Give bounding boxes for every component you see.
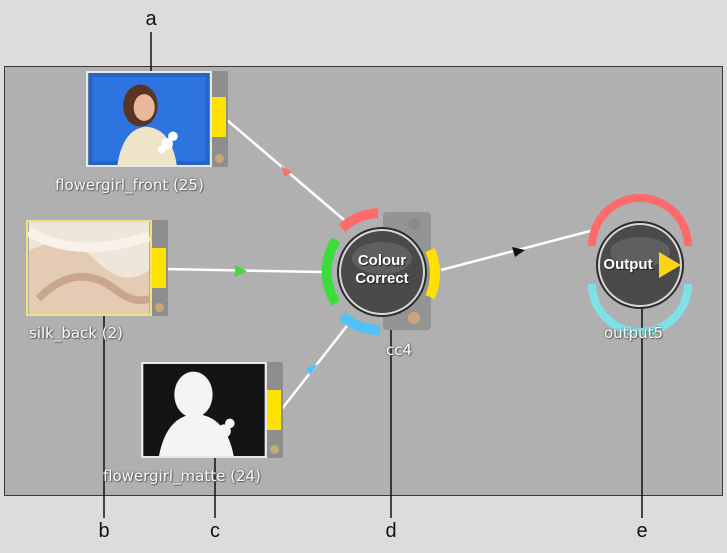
output-title: Output bbox=[603, 256, 653, 273]
silk-back-label: silk_back (2) bbox=[29, 324, 123, 342]
callout-a: a bbox=[145, 8, 157, 30]
status-dot bbox=[270, 445, 279, 454]
flowergirl-front-label: flowergirl_front (25) bbox=[55, 176, 204, 194]
node-flowergirl-front[interactable] bbox=[86, 71, 229, 169]
output-label: output5 bbox=[604, 324, 664, 342]
callout-e: e bbox=[636, 520, 648, 542]
colour-correct-title-line1: Colour bbox=[357, 252, 407, 269]
colour-correct-label: cc4 bbox=[386, 341, 413, 359]
colour-correct-title: Colour Correct bbox=[342, 252, 422, 288]
callout-c: c bbox=[210, 520, 220, 542]
flowergirl-matte-thumbnail bbox=[141, 362, 267, 458]
callout-d: d bbox=[385, 520, 397, 542]
silk-back-thumbnail bbox=[26, 220, 152, 316]
flowergirl-front-thumbnail bbox=[86, 71, 212, 167]
colour-correct-title-line2: Correct bbox=[355, 270, 409, 287]
status-dot bbox=[215, 154, 224, 163]
output-plug[interactable] bbox=[267, 390, 281, 430]
output-plug[interactable] bbox=[152, 248, 166, 288]
output-plug[interactable] bbox=[212, 97, 226, 137]
callout-b: b bbox=[98, 520, 110, 542]
flowergirl-matte-label: flowergirl_matte (24) bbox=[103, 467, 261, 485]
node-flowergirl-matte[interactable] bbox=[141, 362, 283, 460]
status-dot bbox=[155, 303, 164, 312]
node-silk-back[interactable] bbox=[26, 220, 168, 318]
